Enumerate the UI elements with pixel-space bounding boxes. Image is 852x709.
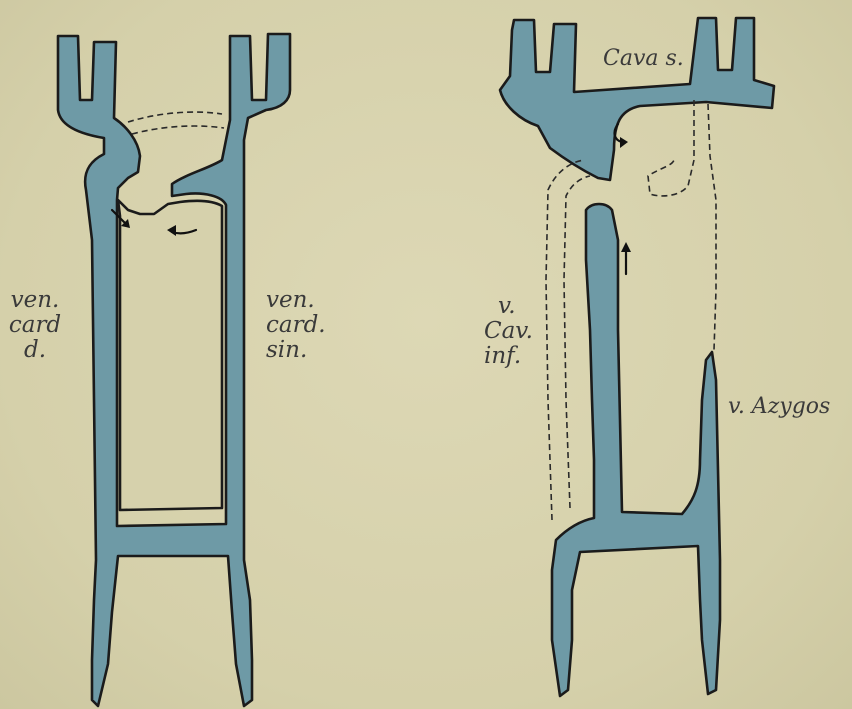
- label-ven-card-sin-line3: sin.: [266, 338, 326, 363]
- label-v-cav-inf: v. Cav. inf.: [484, 294, 533, 369]
- right-arrow-up-head: [621, 242, 631, 252]
- label-ven-card-sin-line1: ven.: [266, 288, 326, 313]
- label-ven-card-d-line2: card: [6, 313, 64, 338]
- left-dashed-anastomosis-top: [128, 112, 222, 122]
- label-v-azygos: v. Azygos: [728, 394, 830, 419]
- label-ven-card-d: ven. card d.: [6, 288, 64, 363]
- label-ven-card-d-line3: d.: [6, 338, 64, 363]
- label-ven-card-sin-line2: card.: [266, 313, 326, 338]
- right-diagram: [500, 18, 774, 696]
- left-panel-gap: [118, 200, 222, 510]
- label-v-cav-inf-line3: inf.: [484, 344, 533, 369]
- label-v-cav-inf-line1: v.: [484, 294, 533, 319]
- label-ven-card-d-line1: ven.: [6, 288, 64, 313]
- inferior-cava-azygos: [552, 204, 720, 696]
- right-dashed-azygos-right: [708, 104, 716, 350]
- left-diagram: [58, 34, 290, 706]
- left-dashed-anastomosis-bottom: [132, 126, 224, 134]
- right-dashed-azygos-left: [648, 100, 694, 196]
- label-ven-card-sin: ven. card. sin.: [266, 288, 326, 363]
- superior-cava: [500, 18, 774, 180]
- right-arrow-curl-head: [620, 137, 628, 148]
- label-cava-s: Cava s.: [603, 46, 684, 71]
- label-v-cav-inf-line2: Cav.: [484, 319, 533, 344]
